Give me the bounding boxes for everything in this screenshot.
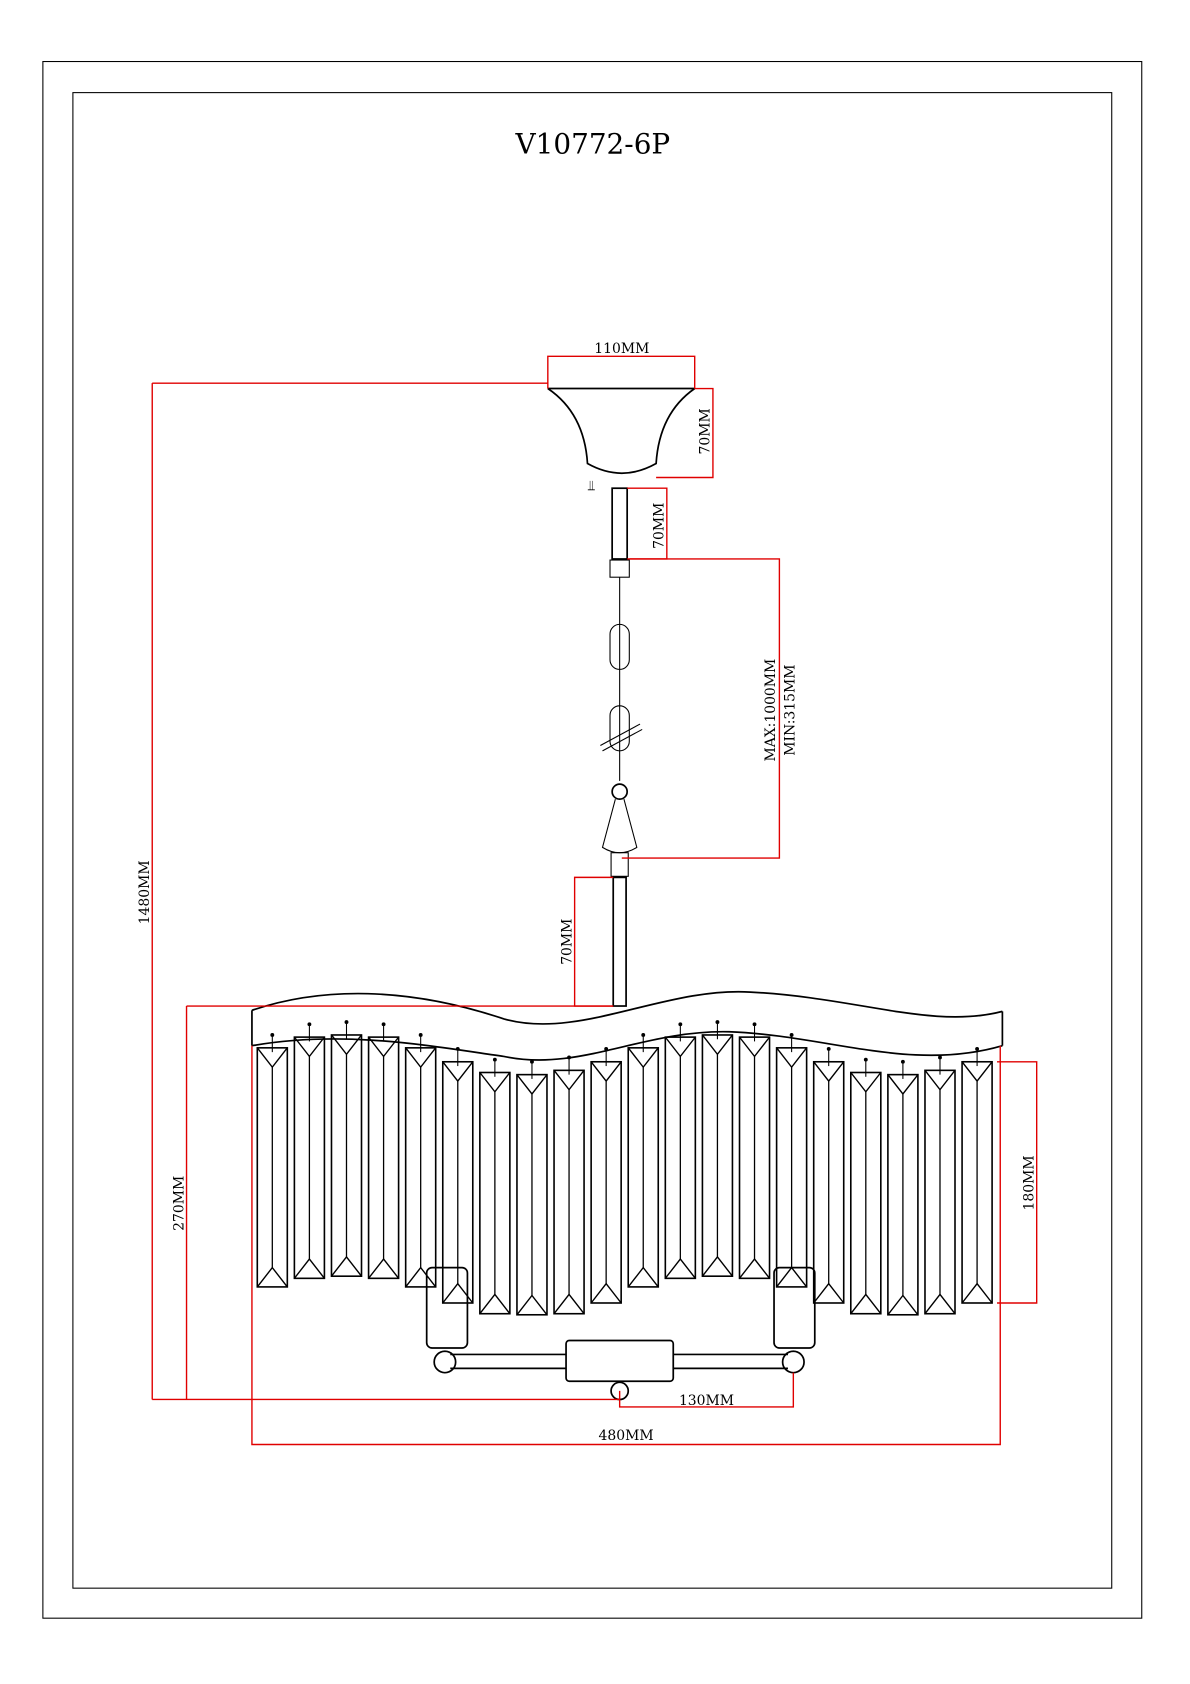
label-total-height: 1480MM [137,860,153,924]
dimension-lines [151,355,1038,1446]
crystal-prism [664,1022,697,1280]
model-title: V10772-6P [515,128,671,161]
label-rod-bottom: 70MM [559,919,575,965]
candle-cup [425,1266,469,1349]
crystal-prism [775,1033,808,1288]
crystal-prism [330,1020,363,1277]
crystal-prism [553,1055,585,1315]
crystal-prism [293,1022,326,1280]
crystal-prism [404,1033,437,1288]
center-body [565,1339,675,1383]
crystal-prism [590,1046,622,1304]
crystal-prism [256,1033,289,1288]
suspension: ⫫ [587,478,643,1007]
label-canopy-height: 70MM [698,408,714,454]
hook [601,798,638,854]
chain-link [609,705,630,752]
crystal-prism [887,1059,919,1316]
hook-ring [611,783,629,800]
screw-icon: ⫫ [587,478,595,494]
label-body-height: 270MM [171,1176,187,1231]
candle-cup [773,1266,816,1349]
outer-frame [42,60,1143,1619]
break-mark [600,723,641,746]
label-rod-top: 70MM [652,503,668,549]
crystal-prism [479,1057,511,1315]
crystal-prisms [256,1020,993,1316]
label-chain-max: MAX:1000MM [763,659,779,762]
label-chain-min: MIN:315MM [782,665,798,756]
crystal-prism [441,1046,474,1304]
wave-frame [251,990,1004,1061]
crystal-prism [849,1057,882,1315]
inner-frame [72,92,1113,1589]
crystal-prism [701,1020,734,1277]
crystal-prism [738,1022,771,1280]
canopy [547,387,696,474]
label-canopy-width: 110MM [594,341,649,357]
chain-link [609,623,630,670]
crystal-prism [961,1046,993,1304]
label-crystal-height: 180MM [1021,1155,1037,1210]
crystal-prism [924,1055,956,1315]
crystal-prism [812,1046,845,1304]
label-arm-length: 130MM [679,1393,734,1409]
label-total-width: 480MM [599,1428,654,1444]
crystal-prism [367,1022,400,1280]
crystal-prism [627,1033,660,1288]
crystal-prism [516,1059,548,1316]
